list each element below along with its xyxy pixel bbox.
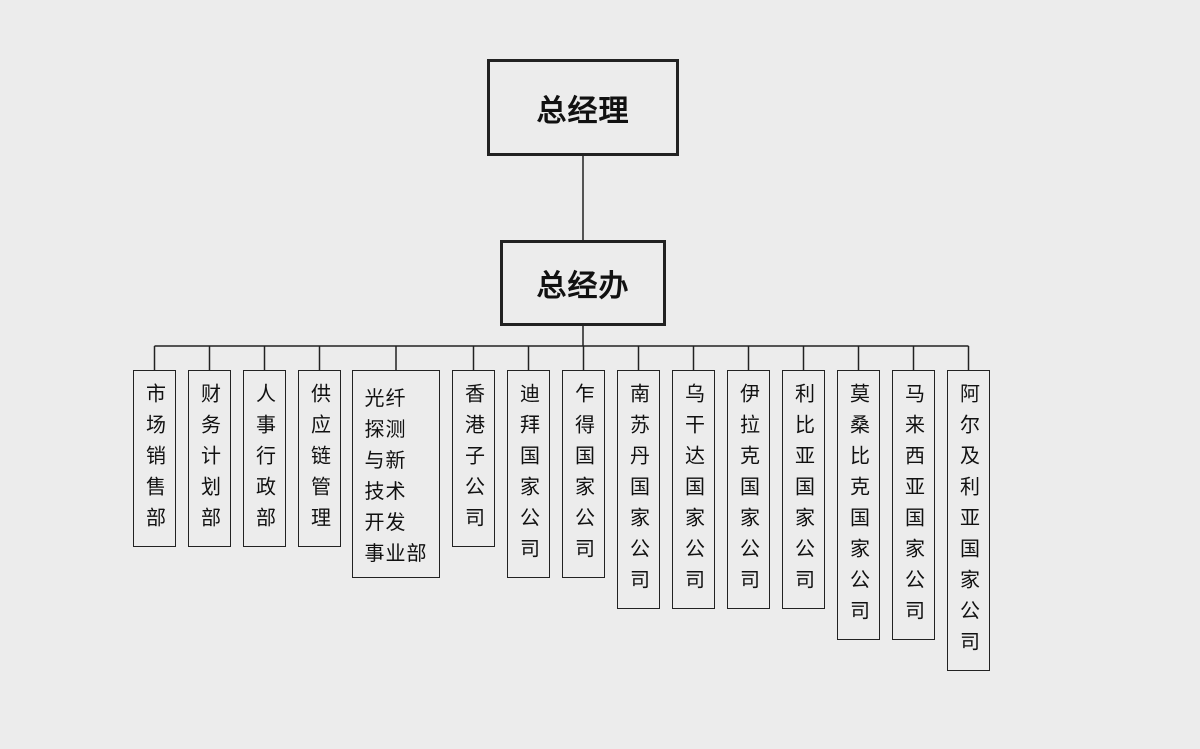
general-office-label: 总经办: [536, 269, 630, 304]
department-label: 乌干达国家公司: [681, 383, 706, 600]
department-label: 莫桑比克国家公司: [846, 383, 871, 631]
department-label: 利比亚国家公司: [791, 383, 816, 600]
department-label: 光纤 探测 与新 技术 开发 事业部: [364, 386, 428, 565]
department-label: 乍得国家公司: [571, 383, 596, 569]
department-label: 市场销售部: [142, 383, 167, 538]
department-label: 伊拉克国家公司: [736, 383, 761, 600]
department-box: 乍得国家公司: [562, 370, 605, 578]
department-label: 阿尔及利亚国家公司: [956, 383, 981, 662]
department-box: 香港子公司: [452, 370, 495, 547]
department-box: 伊拉克国家公司: [727, 370, 770, 609]
department-label: 迪拜国家公司: [516, 383, 541, 569]
department-box: 南苏丹国家公司: [617, 370, 660, 609]
department-label: 南苏丹国家公司: [626, 383, 651, 600]
department-box: 供应链管理: [298, 370, 341, 547]
department-box: 迪拜国家公司: [507, 370, 550, 578]
department-box: 财务计划部: [188, 370, 231, 547]
department-label: 香港子公司: [461, 383, 486, 538]
department-box: 人事行政部: [243, 370, 286, 547]
department-box: 莫桑比克国家公司: [837, 370, 880, 640]
department-label: 马来西亚国家公司: [901, 383, 926, 631]
department-box: 光纤 探测 与新 技术 开发 事业部: [352, 370, 440, 578]
department-label: 供应链管理: [307, 383, 332, 538]
department-box: 利比亚国家公司: [782, 370, 825, 609]
department-box: 市场销售部: [133, 370, 176, 547]
department-box: 阿尔及利亚国家公司: [947, 370, 990, 671]
general-manager-label: 总经理: [536, 93, 630, 129]
department-box: 马来西亚国家公司: [892, 370, 935, 640]
department-label: 人事行政部: [252, 383, 277, 538]
department-label: 财务计划部: [197, 383, 222, 538]
general-manager-box: 总经理: [487, 59, 679, 156]
department-box: 乌干达国家公司: [672, 370, 715, 609]
general-office-box: 总经办: [500, 240, 666, 326]
